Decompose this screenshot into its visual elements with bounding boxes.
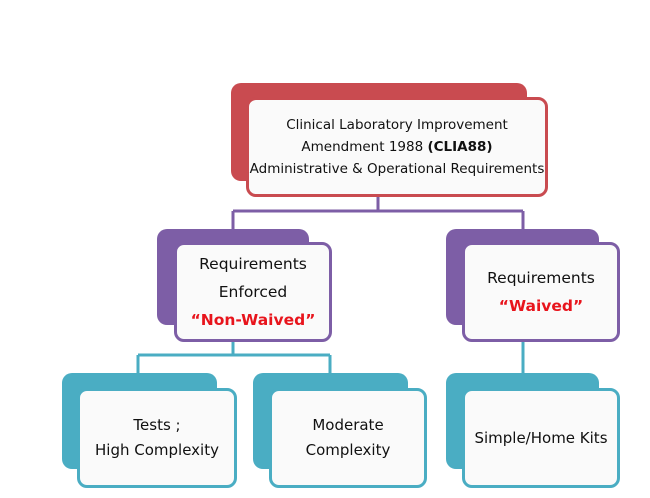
root-line-2-prefix: Amendment 1988 — [301, 139, 428, 155]
high-complexity-node-box: Tests ; High Complexity — [77, 388, 237, 488]
nonwaived-line-1: Requirements — [199, 255, 307, 273]
simple-line-1: Simple/Home Kits — [474, 428, 608, 447]
root-line-2-bold: (CLIA88) — [427, 139, 493, 155]
root-node-box: Clinical Laboratory Improvement Amendmen… — [246, 97, 548, 197]
root-line-3: Administrative & Operational Requirement… — [249, 161, 545, 177]
moderate-complexity-node-box: Moderate Complexity — [269, 388, 427, 488]
high-line-1: Tests ; — [133, 416, 181, 434]
simple-kits-node-box: Simple/Home Kits — [462, 388, 620, 488]
high-line-2: High Complexity — [95, 441, 219, 459]
waived-node-box: Requirements “Waived” — [462, 242, 620, 342]
root-line-1: Clinical Laboratory Improvement — [286, 117, 508, 133]
waived-line-1: Requirements — [487, 269, 595, 287]
nonwaived-line-2: Enforced — [218, 283, 288, 301]
waived-line-2: “Waived” — [498, 297, 584, 315]
moderate-line-2: Complexity — [305, 441, 391, 459]
nonwaived-line-3: “Non-Waived” — [190, 311, 316, 329]
nonwaived-node-box: Requirements Enforced “Non-Waived” — [174, 242, 332, 342]
moderate-line-1: Moderate — [312, 416, 384, 434]
root-line-2: Amendment 1988 (CLIA88) — [301, 136, 492, 158]
